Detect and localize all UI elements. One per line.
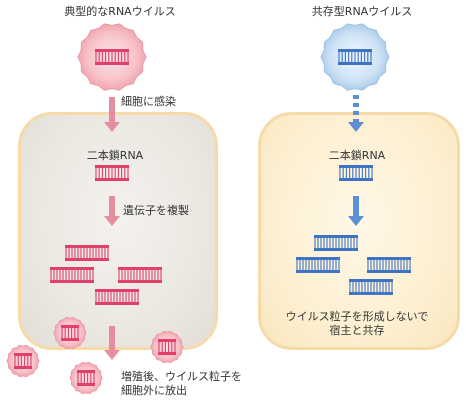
right-dsrna-label: 二本鎖RNA (328, 149, 386, 162)
dsrna-virion-right (338, 49, 372, 65)
right-title: 共存型RNAウイルス (311, 5, 413, 18)
dsrna-right-copy-1 (314, 235, 358, 251)
released-virion-3 (6, 344, 40, 378)
dsrna-right-copy-4 (349, 279, 393, 295)
label-coexist-2: 宿主と共存 (329, 324, 385, 337)
released-virion-4 (69, 361, 103, 395)
left-dsrna-label: 二本鎖RNA (86, 149, 144, 162)
dsrna-right-copy-2 (296, 257, 340, 273)
dsrna-released-4 (77, 370, 95, 386)
arrow-coexist-entry (348, 95, 364, 132)
dsrna-released-2 (158, 339, 176, 355)
label-infect: 細胞に感染 (121, 95, 176, 108)
released-virion-1 (53, 316, 87, 350)
dsrna-released-1 (61, 325, 79, 341)
dsrna-right-initial (339, 165, 373, 181)
released-virion-2 (150, 330, 184, 364)
label-replicate: 遺伝子を複製 (123, 204, 189, 217)
dsrna-virion-left (95, 49, 129, 65)
host-cell-typical (18, 112, 218, 350)
label-release-1: 増殖後、ウイルス粒子を (121, 370, 242, 383)
label-release-2: 細胞外に放出 (121, 384, 187, 397)
dsrna-released-3 (14, 353, 32, 369)
dsrna-right-copy-3 (367, 257, 411, 273)
dsrna-left-initial (95, 165, 129, 181)
arrow-infect (104, 97, 120, 132)
host-cell-coexisting (258, 112, 460, 350)
dsrna-left-copy-1 (65, 245, 109, 261)
dsrna-left-copy-4 (95, 289, 139, 305)
arrow-release (104, 326, 120, 360)
left-title: 典型的なRNAウイルス (64, 5, 176, 18)
label-coexist-1: ウイルス粒子を形成しないで (285, 310, 429, 323)
dsrna-left-copy-2 (50, 267, 94, 283)
arrow-replicate (104, 196, 120, 226)
dsrna-left-copy-3 (118, 267, 162, 283)
arrow-coexist-replicate (348, 196, 364, 226)
